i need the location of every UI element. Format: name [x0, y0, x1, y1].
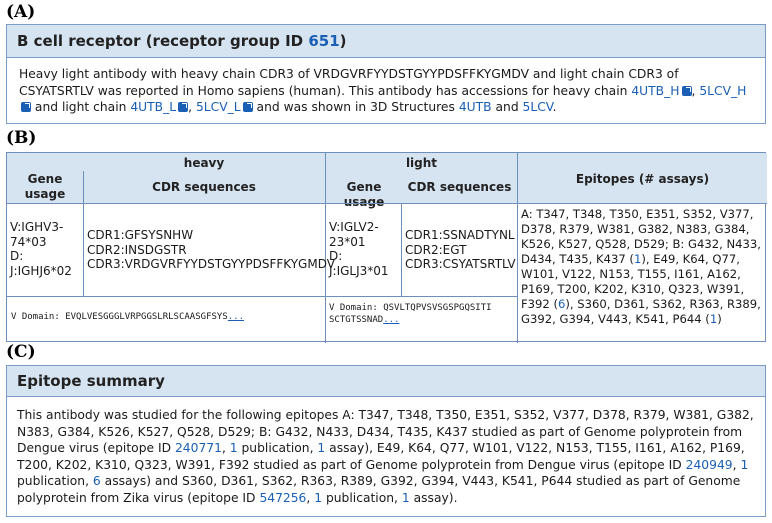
heavy-cdr-header: CDR sequences: [152, 180, 256, 194]
light-header-bg: [326, 153, 517, 203]
light-gene-usage: V:IGLV2- 23*01 D: J:IGLJ3*01: [329, 220, 389, 278]
heavy-v-domain-expand-link[interactable]: ...: [227, 312, 245, 322]
structure-5lcv-link[interactable]: 5LCV: [522, 100, 553, 114]
publication-count-link[interactable]: 1: [229, 441, 238, 455]
epitope-assay-count-link[interactable]: 1: [633, 252, 642, 266]
epitope-summary-text: This antibody was studied for the follow…: [17, 408, 754, 505]
assay-count-link[interactable]: 6: [92, 474, 101, 488]
external-link-icon[interactable]: [242, 102, 253, 112]
light-cdr-header: CDR sequences: [407, 180, 512, 194]
accession-4utb-l-link[interactable]: 4UTB_L: [130, 100, 177, 114]
divider: [7, 296, 518, 297]
external-link-icon[interactable]: [178, 102, 189, 112]
epitope-summary-panel: Epitope summary This antibody was studie…: [6, 365, 766, 517]
accession-5lcv-h-link[interactable]: 5LCV_H: [699, 83, 747, 98]
heavy-v-domain: V Domain: EVQLVESGGGLVRPGGSLRLSCAASGFSYS…: [11, 312, 245, 322]
panel-label-c: (C): [6, 342, 36, 362]
bcr-panel-title: B cell receptor (receptor group ID 651): [7, 25, 765, 58]
epitope-id-link[interactable]: 547256: [259, 490, 307, 505]
heavy-header-bg: [7, 153, 325, 203]
light-gene-usage-header: Gene usage: [343, 180, 385, 209]
accession-4utb-h-link[interactable]: 4UTB_H: [631, 83, 680, 98]
epitopes-header-bg: [518, 153, 767, 203]
external-link-icon[interactable]: [21, 102, 31, 112]
epitope-assay-count-link[interactable]: 1: [709, 312, 718, 326]
publication-count-link[interactable]: 1: [740, 457, 749, 472]
receptor-group-id-link[interactable]: 651: [308, 32, 340, 50]
epitope-id-link[interactable]: 240949: [685, 457, 733, 472]
heavy-gene-usage-header: Gene usage: [24, 172, 66, 201]
epitopes-header: Epitopes (# assays): [575, 172, 710, 186]
external-link-icon[interactable]: [681, 85, 692, 96]
panel-label-a: (A): [6, 2, 36, 22]
divider: [7, 203, 767, 204]
structure-4utb-link[interactable]: 4UTB: [458, 100, 492, 114]
light-v-domain-expand-link[interactable]: ...: [383, 315, 400, 325]
assay-count-link[interactable]: 1: [401, 490, 410, 505]
divider: [83, 171, 84, 296]
bcr-summary-panel: B cell receptor (receptor group ID 651) …: [6, 24, 766, 124]
light-chain-header: light: [405, 156, 438, 170]
heavy-cdr-sequences: CDR1:GFSYSNHW CDR2:INSDGSTR CDR3:VRDGVRF…: [87, 228, 335, 271]
heavy-gene-usage: V:IGHV3- 74*03 D: J:IGHJ6*02: [10, 220, 72, 278]
divider: [325, 153, 326, 343]
heavy-chain-header: heavy: [183, 156, 225, 170]
divider: [401, 203, 402, 296]
epitopes-list: A: T347, T348, T350, E351, S352, V377, D…: [521, 207, 761, 326]
receptor-table: heavy light Gene usage CDR sequences Gen…: [6, 152, 767, 343]
divider: [517, 153, 518, 343]
bcr-description: Heavy light antibody with heavy chain CD…: [19, 67, 747, 114]
light-cdr-sequences: CDR1:SSNADTYNL CDR2:EGT CDR3:CSYATSRTLV: [405, 228, 516, 271]
epitope-id-link[interactable]: 240771: [174, 441, 222, 455]
epitope-summary-title: Epitope summary: [7, 366, 765, 397]
assay-count-link[interactable]: 1: [317, 441, 326, 455]
publication-count-link[interactable]: 1: [314, 490, 323, 505]
panel-label-b: (B): [6, 128, 37, 148]
accession-5lcv-l-link[interactable]: 5LCV_L: [195, 100, 241, 114]
epitope-assay-count-link[interactable]: 6: [558, 297, 566, 311]
